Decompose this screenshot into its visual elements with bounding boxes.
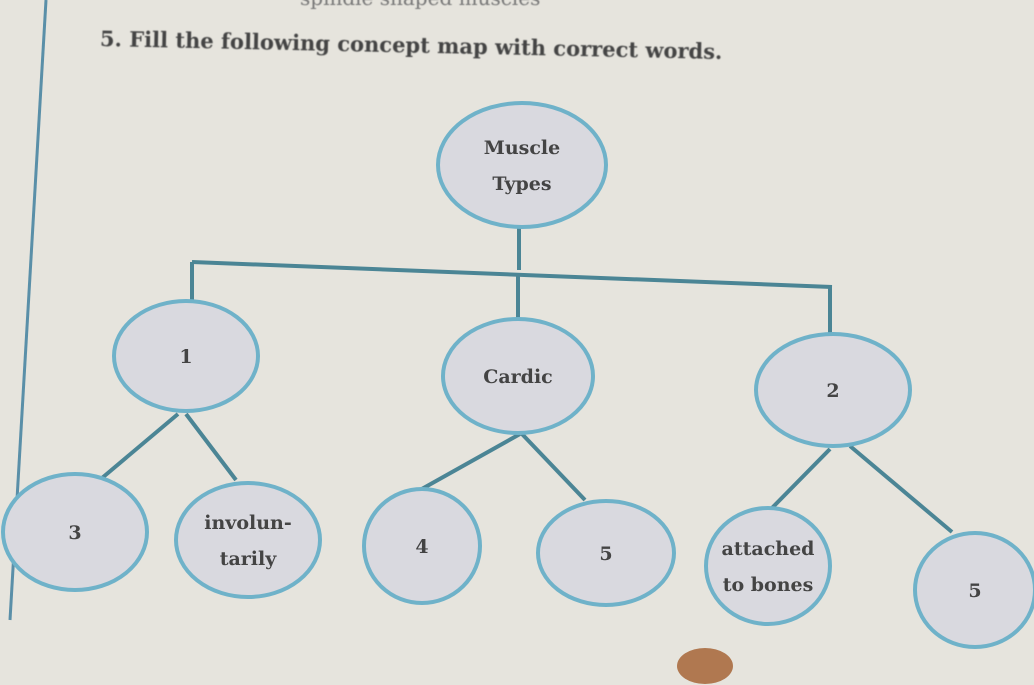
connector bbox=[100, 412, 180, 480]
connectors bbox=[100, 226, 954, 534]
node-label: Muscle bbox=[484, 137, 560, 159]
node-label: 5 bbox=[599, 543, 612, 565]
node-n5a: 5 bbox=[536, 499, 676, 607]
header-fragment: spindle shaped muscles bbox=[300, 0, 540, 10]
node-shape bbox=[441, 317, 595, 435]
node-label: attached bbox=[722, 538, 815, 560]
node-shape bbox=[1, 472, 149, 592]
node-label: 1 bbox=[179, 346, 192, 368]
node-label: 4 bbox=[415, 536, 428, 558]
node-n3: 3 bbox=[1, 472, 149, 592]
node-label: tarily bbox=[220, 548, 278, 570]
connector bbox=[419, 432, 521, 492]
node-cardiac: Cardic bbox=[441, 317, 595, 435]
node-shape bbox=[362, 487, 482, 605]
connector-bar bbox=[191, 260, 833, 289]
node-shape bbox=[704, 506, 832, 626]
node-shape bbox=[754, 332, 912, 448]
connector bbox=[520, 432, 587, 502]
node-label: involun- bbox=[204, 512, 291, 534]
node-shape bbox=[913, 531, 1034, 649]
node-shape bbox=[436, 101, 608, 229]
node-attached: attached to bones bbox=[704, 506, 832, 626]
node-label: 3 bbox=[68, 522, 81, 544]
node-label: Cardic bbox=[483, 366, 553, 388]
node-label: 5 bbox=[968, 580, 981, 602]
node-label: Types bbox=[492, 173, 551, 195]
finger bbox=[677, 648, 733, 684]
node-involuntarily: involun-tarily bbox=[174, 481, 322, 599]
node-shape bbox=[174, 481, 322, 599]
node-n4: 4 bbox=[362, 487, 482, 605]
connector bbox=[184, 412, 238, 482]
node-n5b: 5 bbox=[913, 531, 1034, 649]
node-n2: 2 bbox=[754, 332, 912, 448]
node-label: to bones bbox=[723, 574, 814, 596]
connector bbox=[848, 444, 954, 534]
node-n1: 1 bbox=[112, 299, 260, 413]
connector bbox=[768, 447, 832, 512]
node-shape bbox=[112, 299, 260, 413]
node-shape bbox=[536, 499, 676, 607]
node-label: 2 bbox=[826, 380, 839, 402]
